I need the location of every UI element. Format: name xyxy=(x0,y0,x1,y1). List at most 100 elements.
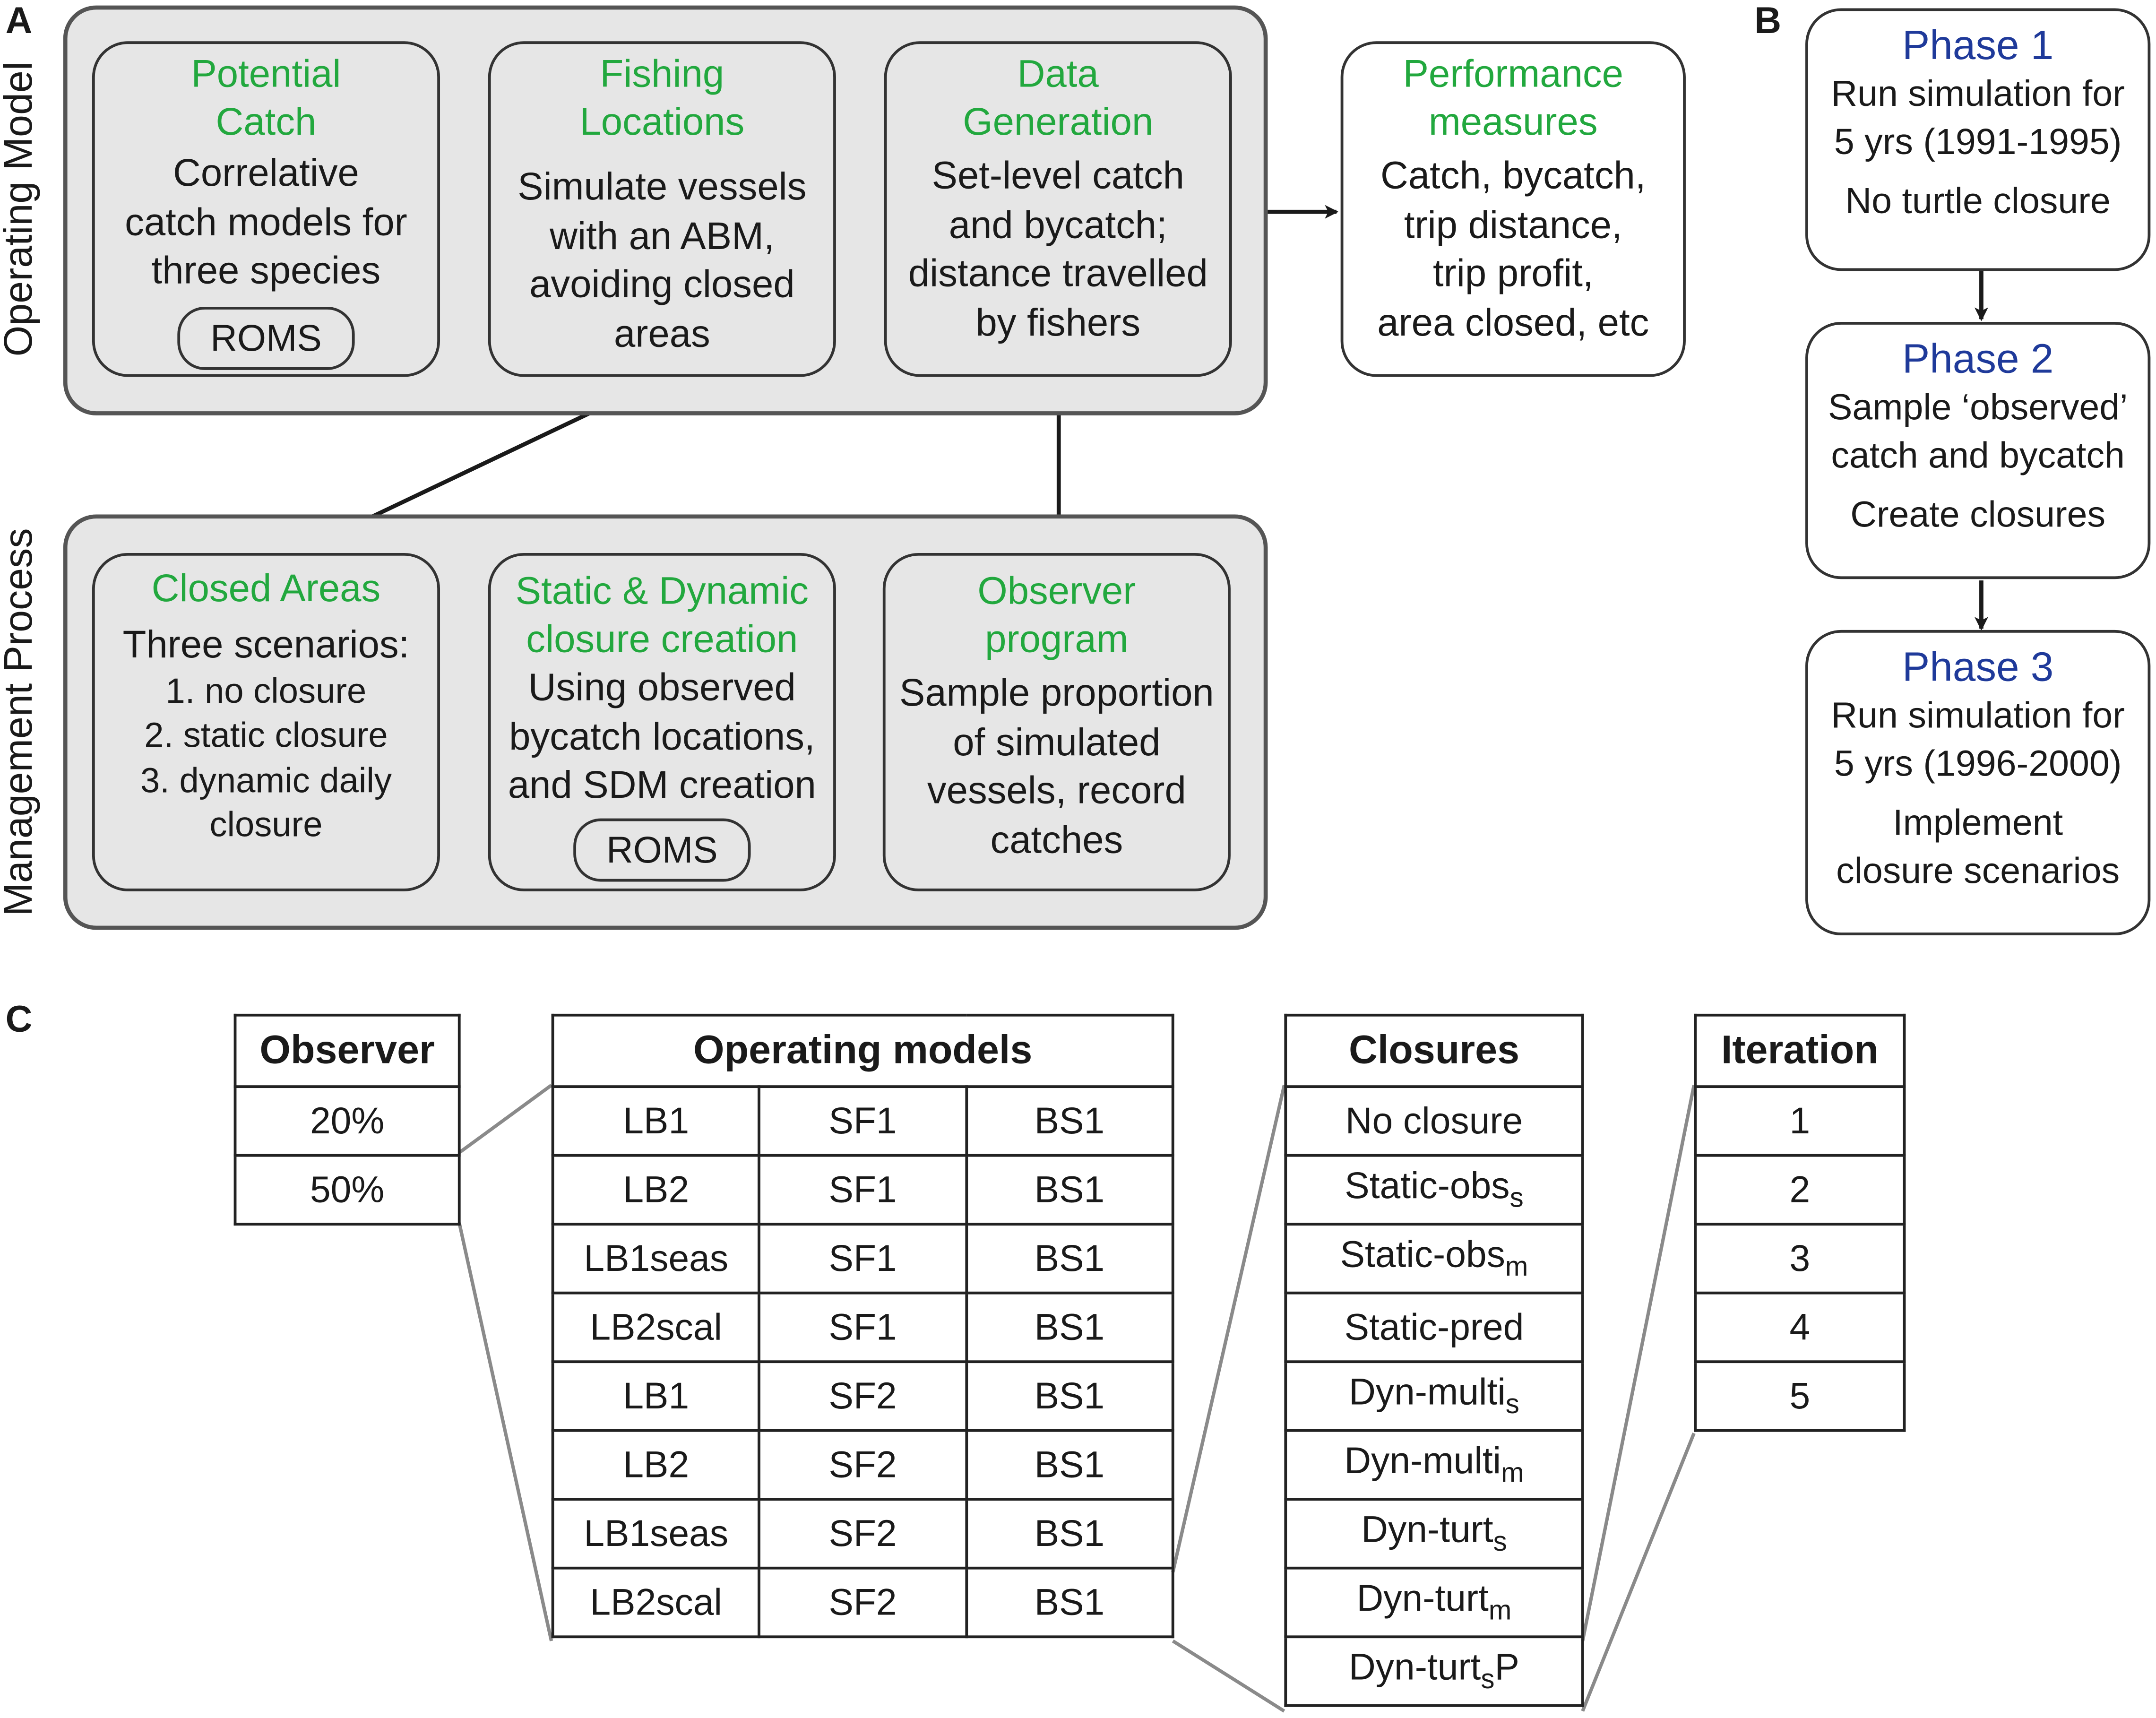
closure-cell: Dyn-multim xyxy=(1284,1429,1584,1501)
phase-3-box: Phase 3 Run simulation for 5 yrs (1996-2… xyxy=(1805,630,2151,936)
closed-areas-box: Closed Areas Three scenarios: 1. no clos… xyxy=(92,553,440,891)
closure-row: Dyn-multis xyxy=(1284,1360,1584,1432)
closure-cell: No closure xyxy=(1284,1085,1584,1157)
phase-2-body: Sample ‘observed’ catch and bycatch xyxy=(1828,386,2128,476)
iteration-cell: 4 xyxy=(1694,1291,1906,1364)
closure-cell: Static-obss xyxy=(1284,1154,1584,1226)
roms-pill: ROMS xyxy=(177,306,355,370)
iteration-row: 3 xyxy=(1694,1223,1906,1295)
roms-pill-2: ROMS xyxy=(573,818,751,881)
phase-1-body: Run simulation for 5 yrs (1991-1995) xyxy=(1831,73,2125,163)
observer-program-title: Observer program xyxy=(977,569,1136,660)
operating-model-cell: SF2 xyxy=(758,1429,968,1501)
observer-cell: 50% xyxy=(233,1154,461,1226)
closure-name: Dyn-turt xyxy=(1361,1509,1493,1550)
link-closures-bottom xyxy=(1581,1433,1696,1712)
iteration-row: 4 xyxy=(1694,1291,1906,1364)
operating-model-cell: SF2 xyxy=(758,1360,968,1432)
link-models-bottom xyxy=(1172,1639,1285,1713)
closure-name: Dyn-multi xyxy=(1349,1371,1506,1413)
fishing-locations-title: Fishing Locations xyxy=(579,52,745,143)
performance-measures-body: Catch, bycatch, trip distance, trip prof… xyxy=(1377,154,1649,344)
panel-letter-b: B xyxy=(1754,0,1782,42)
iteration-row: 5 xyxy=(1694,1360,1906,1432)
closure-cell: Dyn-turts xyxy=(1284,1498,1584,1570)
closure-subscript: s xyxy=(1493,1527,1507,1558)
operating-model-cell: LB2scal xyxy=(551,1566,761,1639)
iteration-header: Iteration xyxy=(1694,1013,1906,1088)
closed-areas-body: 1. no closure 2. static closure 3. dynam… xyxy=(140,672,392,845)
potential-catch-box: Potential Catch Correlative catch models… xyxy=(92,41,440,377)
iteration-cell: 5 xyxy=(1694,1360,1906,1432)
observer-program-body: Sample proportion of simulated vessels, … xyxy=(899,671,1214,861)
panel-letter-a: A xyxy=(5,0,33,42)
closure-cell: Dyn-multis xyxy=(1284,1360,1584,1432)
closure-cell: Static-obsm xyxy=(1284,1223,1584,1295)
operating-model-cell: SF1 xyxy=(758,1291,968,1364)
fishing-locations-box: Fishing Locations Simulate vessels with … xyxy=(488,41,836,377)
closure-name: Dyn-turt xyxy=(1349,1646,1481,1688)
closure-cell: Dyn-turtsP xyxy=(1284,1635,1584,1707)
observer-program-box: Observer program Sample proportion of si… xyxy=(882,553,1231,891)
operating-model-cell: LB2 xyxy=(551,1154,761,1226)
operating-model-cell: SF1 xyxy=(758,1223,968,1295)
observer-header: Observer xyxy=(233,1013,461,1088)
phase-2-box: Phase 2 Sample ‘observed’ catch and byca… xyxy=(1805,322,2151,579)
closure-row: Dyn-turts xyxy=(1284,1498,1584,1570)
iteration-cell: 1 xyxy=(1694,1085,1906,1157)
management-process-label: Management Process xyxy=(0,528,42,916)
closure-creation-title: Static & Dynamic closure creation xyxy=(515,569,809,660)
operating-model-cell: BS1 xyxy=(965,1498,1174,1570)
operating-model-cell: BS1 xyxy=(965,1566,1174,1639)
closure-row: Static-pred xyxy=(1284,1291,1584,1364)
link-closures-top xyxy=(1581,1085,1696,1641)
operating-model-cell: LB1 xyxy=(551,1085,761,1157)
operating-models-header: Operating models xyxy=(551,1013,1174,1088)
operating-model-cell: BS1 xyxy=(965,1360,1174,1432)
fishing-locations-body: Simulate vessels with an ABM, avoiding c… xyxy=(517,165,807,354)
closure-name: Static-obs xyxy=(1340,1233,1505,1275)
closure-row: Static-obss xyxy=(1284,1154,1584,1226)
table-connector-lines xyxy=(457,1084,1696,1713)
phase-2-note: Create closures xyxy=(1850,493,2106,535)
iteration-cell: 2 xyxy=(1694,1154,1906,1226)
operating-model-cell: SF1 xyxy=(758,1085,968,1157)
closure-suffix: P xyxy=(1494,1646,1519,1688)
closure-subscript: m xyxy=(1488,1596,1512,1626)
closure-name: Static-pred xyxy=(1344,1306,1524,1347)
closure-name: Dyn-multi xyxy=(1344,1440,1501,1481)
link-observer-top xyxy=(458,1084,552,1154)
operating-model-cell: LB2scal xyxy=(551,1291,761,1364)
phase-1-box: Phase 1 Run simulation for 5 yrs (1991-1… xyxy=(1805,8,2151,271)
operating-model-cell: BS1 xyxy=(965,1085,1174,1157)
closure-subscript: m xyxy=(1505,1252,1528,1282)
observer-cell: 20% xyxy=(233,1085,461,1157)
closure-creation-body: Using observed bycatch locations, and SD… xyxy=(508,665,816,806)
closures-header: Closures xyxy=(1284,1013,1584,1088)
data-generation-title: Data Generation xyxy=(963,52,1154,143)
closure-row: Static-obsm xyxy=(1284,1223,1584,1295)
closure-row: Dyn-multim xyxy=(1284,1429,1584,1501)
data-generation-box: Data Generation Set-level catch and byca… xyxy=(884,41,1232,377)
closure-name: Dyn-turt xyxy=(1356,1577,1489,1619)
potential-catch-title: Potential Catch xyxy=(191,52,341,143)
phase-3-title: Phase 3 xyxy=(1902,645,2054,691)
closure-subscript: s xyxy=(1509,1183,1524,1214)
operating-model-cell: SF2 xyxy=(758,1498,968,1570)
observer-table: Observer 20% 50% xyxy=(233,1013,461,1226)
operating-model-cell: LB1seas xyxy=(551,1223,761,1295)
closed-areas-title: Closed Areas xyxy=(151,567,381,610)
iteration-row: 1 xyxy=(1694,1085,1906,1157)
